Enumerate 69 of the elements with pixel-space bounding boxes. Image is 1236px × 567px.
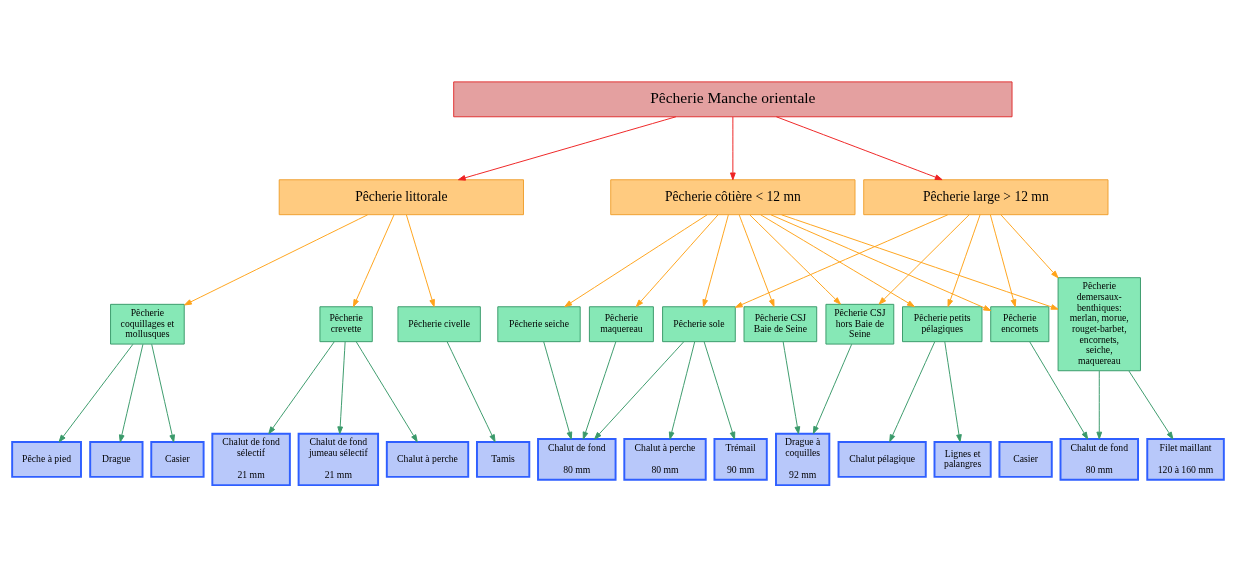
arrow <box>1096 370 1103 440</box>
arrow <box>878 214 970 305</box>
arrow <box>989 214 1017 308</box>
node-box: Pêcherie CSJ hors Baie de Seine <box>825 303 895 345</box>
node-box: Pêcherie Manche orientale <box>453 81 1013 118</box>
arrow <box>781 214 1059 310</box>
arrow <box>782 341 801 435</box>
node-box: Chalut de fond jumeau sélectif 21 mm <box>297 432 380 487</box>
arrow <box>944 341 962 443</box>
node-box: Pêcherie demersaux-benthiques: merlan, morue, rouget-barbet, encornets, seiche, maquereau <box>1057 277 1141 372</box>
arrow <box>564 214 708 308</box>
arrow <box>947 214 981 308</box>
arrow <box>1029 341 1089 440</box>
node-box: Drague <box>89 441 144 478</box>
node-box: Chalut à perche <box>385 441 470 478</box>
arrow <box>594 341 685 440</box>
arrow <box>58 343 134 443</box>
arrow <box>337 341 346 435</box>
node-box: Lignes et palangres <box>933 441 992 478</box>
node-box: Pêcherie CSJ Baie de Seine <box>743 306 818 343</box>
arrow <box>775 116 943 181</box>
arrow <box>738 214 775 308</box>
arrow <box>118 343 144 443</box>
node-box: Chalut de fond sélectif 21 mm <box>211 432 291 487</box>
arrow <box>635 214 719 308</box>
node-box: Pêcherie littorale <box>278 179 524 216</box>
arrow <box>184 214 369 306</box>
node-box: Pêcherie coquillages et mollusques <box>110 303 185 345</box>
node-box: Drague à coquilles 92 mm <box>775 432 831 487</box>
node-box: Trémail 90 mm <box>713 438 768 481</box>
arrow <box>703 341 736 440</box>
node-box: Chalut à perche 80 mm <box>623 438 707 481</box>
arrow <box>760 214 915 308</box>
node-box: Chalut de fond 80 mm <box>537 438 617 481</box>
node-box: Casier <box>998 441 1053 478</box>
arrow <box>812 343 853 434</box>
arrow <box>457 116 677 181</box>
arrow <box>702 214 729 308</box>
node-box: Pêcherie petits pélagiques <box>902 306 983 343</box>
node-box: Pêcherie côtière < 12 mn <box>610 179 856 216</box>
arrow <box>582 341 617 440</box>
arrow <box>1128 370 1174 440</box>
arrow <box>749 214 841 305</box>
node-box: Tamis <box>476 441 531 478</box>
node-box: Pêcherie sole <box>662 306 736 343</box>
node-box: Pêcherie encornets <box>990 306 1050 343</box>
node-box: Pêcherie seiche <box>497 306 581 343</box>
arrow <box>889 341 936 443</box>
node-box: Pêcherie crevette <box>319 306 373 343</box>
arrow <box>268 341 335 435</box>
node-box: Pêcherie civelle <box>397 306 481 343</box>
node-box: Casier <box>150 441 205 478</box>
arrow <box>1000 214 1059 279</box>
arrow <box>730 116 736 181</box>
arrow <box>353 214 395 308</box>
arrow <box>734 214 949 308</box>
arrow <box>543 341 573 440</box>
node-box: Chalut de fond 80 mm <box>1059 438 1139 481</box>
arrow <box>405 214 435 308</box>
arrow <box>770 214 992 312</box>
node-box: Pêcherie maquereau <box>588 306 654 343</box>
arrow <box>151 343 175 443</box>
node-box: Pêcherie large > 12 mn <box>863 179 1109 216</box>
arrow <box>355 341 418 443</box>
arrow <box>446 341 496 443</box>
node-box: Pêche à pied <box>11 441 82 478</box>
arrow <box>668 341 696 440</box>
node-box: Filet maillant 120 à 160 mm <box>1146 438 1225 481</box>
node-box: Chalut pélagique <box>837 441 927 478</box>
